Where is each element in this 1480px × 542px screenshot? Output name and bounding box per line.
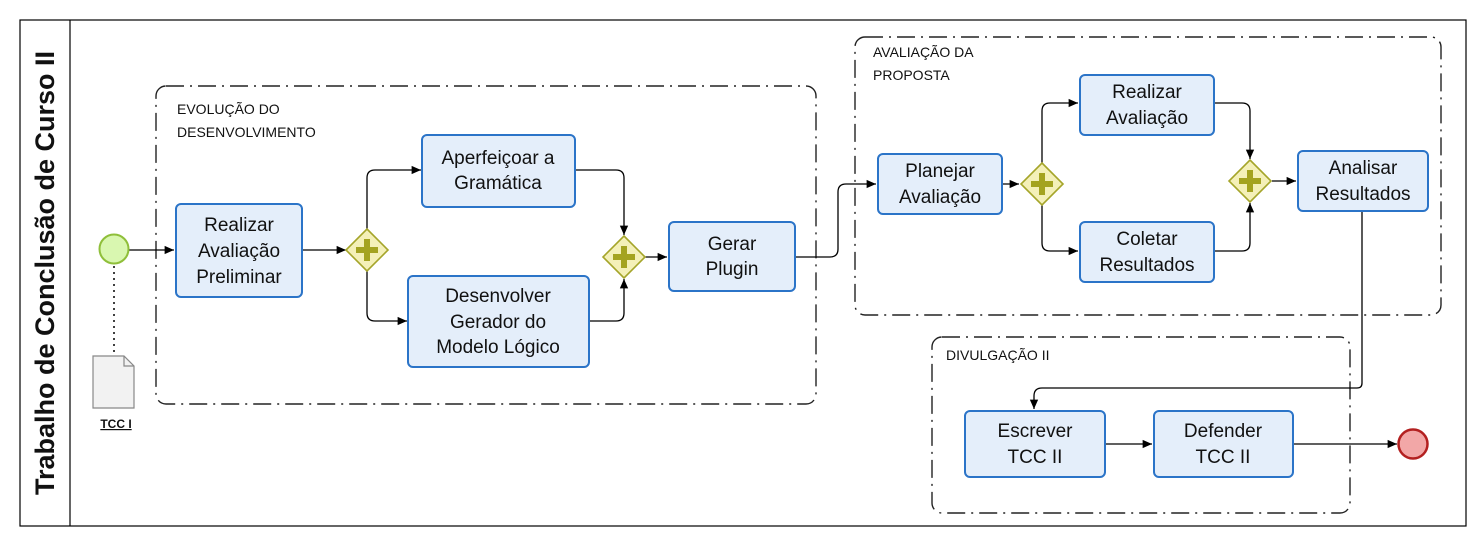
parallel-gateway-3 (1019, 161, 1065, 207)
pool-border (19, 19, 1467, 527)
flow-gateway3-to-coletar (1041, 205, 1078, 256)
group-evolucao-line1: EVOLUÇÃO DO (177, 101, 280, 117)
artifact-document (92, 355, 135, 409)
task-aperfeicoar-gramatica: Aperfeiçoar a Gramática (421, 134, 576, 208)
sequence-flows (129, 98, 1397, 449)
parallel-gateway-1 (344, 227, 390, 273)
task-planejar-avaliacao: Planejar Avaliação (877, 153, 1003, 215)
flow-realizar-to-gateway4 (1214, 102, 1255, 159)
task-escrever-tcc-line2: TCC II (1008, 447, 1063, 468)
flow-coletar-to-gateway4 (1214, 203, 1255, 252)
start-event (98, 233, 130, 265)
task-desenvolver-gerador-line3: Modelo Lógico (436, 337, 560, 358)
end-event (1397, 428, 1429, 460)
flow-analisar-to-escrever (1029, 212, 1363, 409)
parallel-gateway-2 (601, 234, 647, 280)
task-coletar-resultados-line2: Resultados (1099, 255, 1194, 276)
task-gerar-plugin-line1: Gerar (708, 234, 757, 255)
flow-gateway1-to-gramatica (366, 165, 421, 229)
task-desenvolver-gerador-line2: Gerador do (450, 312, 546, 333)
task-planejar-avaliacao-line1: Planejar (905, 161, 975, 182)
artifact-label: TCC I (100, 417, 131, 431)
group-avaliacao-line2: PROPOSTA (873, 67, 950, 83)
task-desenvolver-gerador: Desenvolver Gerador do Modelo Lógico (407, 275, 590, 368)
task-gerar-plugin-line2: Plugin (706, 259, 759, 280)
flow-gramatica-to-gateway2 (575, 169, 629, 235)
group-evolucao-line2: DESENVOLVIMENTO (177, 124, 316, 140)
flow-gateway1-to-gerador (366, 271, 407, 326)
task-coletar-resultados: Coletar Resultados (1079, 221, 1215, 283)
task-realizar-avaliacao-preliminar-line1: Realizar (204, 215, 274, 236)
group-divulgacao (931, 336, 1351, 514)
task-realizar-avaliacao: Realizar Avaliação (1079, 74, 1215, 136)
parallel-gateway-4 (1227, 158, 1273, 204)
task-realizar-avaliacao-line2: Avaliação (1106, 108, 1188, 129)
group-avaliacao (854, 36, 1442, 316)
task-escrever-tcc-line1: Escrever (998, 421, 1074, 442)
group-avaliacao-line1: AVALIAÇÃO DA (873, 44, 974, 60)
task-defender-tcc-line2: TCC II (1196, 447, 1251, 468)
task-defender-tcc-line1: Defender (1184, 421, 1263, 442)
flow-gateway3-to-realizar (1041, 98, 1078, 163)
task-defender-tcc: Defender TCC II (1153, 410, 1294, 478)
task-analisar-resultados-line1: Analisar (1329, 158, 1398, 179)
group-divulgacao-line1: DIVULGAÇÃO II (946, 347, 1049, 363)
task-realizar-avaliacao-preliminar: Realizar Avaliação Preliminar (175, 203, 303, 298)
task-realizar-avaliacao-preliminar-line3: Preliminar (196, 267, 282, 288)
pool-title: Trabalho de Conclusão de Curso II (30, 51, 60, 495)
group-evolucao (155, 85, 817, 405)
task-gerar-plugin: Gerar Plugin (668, 221, 796, 292)
task-aperfeicoar-gramatica-line1: Aperfeiçoar a (441, 148, 554, 169)
task-escrever-tcc: Escrever TCC II (964, 410, 1106, 478)
task-analisar-resultados-line2: Resultados (1315, 184, 1410, 205)
task-desenvolver-gerador-line1: Desenvolver (445, 286, 551, 307)
flow-plugin-to-planejar (795, 179, 876, 258)
flow-gerador-to-gateway2 (589, 279, 629, 322)
task-planejar-avaliacao-line2: Avaliação (899, 187, 981, 208)
task-realizar-avaliacao-preliminar-line2: Avaliação (198, 241, 280, 262)
task-coletar-resultados-line1: Coletar (1116, 229, 1178, 250)
task-realizar-avaliacao-line1: Realizar (1112, 82, 1182, 103)
task-aperfeicoar-gramatica-line2: Gramática (454, 173, 542, 194)
task-analisar-resultados: Analisar Resultados (1297, 150, 1429, 212)
